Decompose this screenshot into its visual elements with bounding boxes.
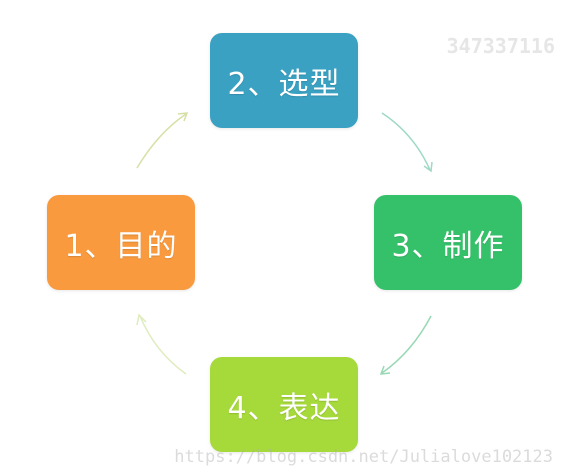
- step-box-production: 3、制作: [374, 195, 522, 290]
- watermark-id: 347337116: [446, 34, 555, 58]
- step-box-goal: 1、目的: [47, 195, 195, 290]
- arrow-step4-to-step1: [139, 315, 187, 375]
- arrow-step3-to-step4: [381, 315, 432, 374]
- step-box-selection: 2、选型: [210, 33, 358, 128]
- step-box-expression: 4、表达: [210, 357, 358, 452]
- arrow-step1-to-step2: [136, 113, 187, 169]
- step-label: 4、表达: [227, 390, 341, 426]
- arrowhead-step2-to-step3: [423, 161, 433, 173]
- watermark-url: https://blog.csdn.net/Julialove102123: [174, 447, 553, 467]
- step-label: 2、选型: [227, 66, 341, 102]
- arrowhead-step3-to-step4: [379, 365, 391, 375]
- arrowhead-step1-to-step2: [177, 112, 189, 122]
- step-label: 1、目的: [64, 228, 178, 264]
- arrowhead-step4-to-step1: [136, 313, 147, 326]
- arrow-step2-to-step3: [381, 112, 431, 171]
- step-label: 3、制作: [391, 228, 505, 264]
